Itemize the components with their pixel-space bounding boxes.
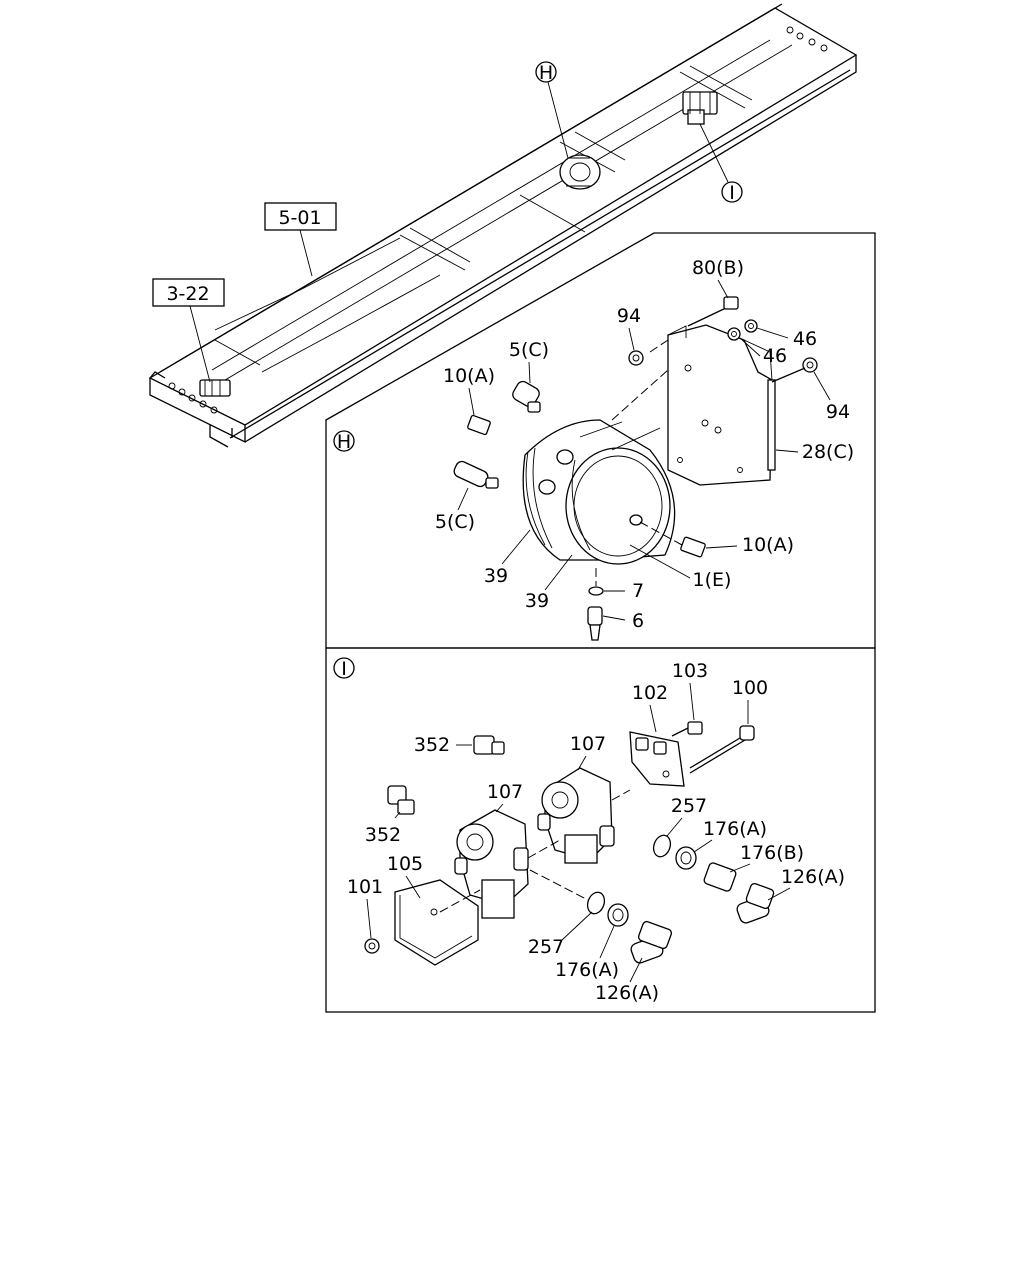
bracket-105 [394,879,479,966]
panel-i-marker [333,657,355,679]
air-tank [522,419,676,565]
bolt-80b [687,296,739,327]
svg-text:5(C): 5(C) [435,511,475,533]
overview-marker-h: H [535,61,569,159]
svg-text:3-22: 3-22 [166,283,209,305]
svg-text:5(C): 5(C) [509,339,549,361]
svg-text:94: 94 [826,401,850,423]
bolt-right [771,367,806,383]
svg-text:352: 352 [414,734,450,756]
frame-holes-rear [786,26,828,52]
nut-94-right [802,357,818,373]
svg-text:39: 39 [484,565,508,587]
fitting-352-left [387,785,415,815]
bracket-102 [629,731,685,787]
frame-holes-front [168,382,218,414]
svg-text:352: 352 [365,824,401,846]
fitting-176b [703,862,737,892]
svg-text:28(C): 28(C) [802,441,854,463]
chassis-frame [148,3,858,448]
elbow-5c-top [512,380,541,413]
ref-box-3-22[interactable]: 3-22 [152,278,225,383]
plug-10a-right [680,536,706,558]
fitting-352-top [473,735,505,755]
svg-text:176(A): 176(A) [555,959,619,981]
ref-box-5-01[interactable]: 5-01 [264,202,337,277]
svg-text:I: I [341,658,347,680]
svg-text:80(B): 80(B) [692,257,744,279]
svg-text:H: H [337,431,351,453]
relay-valve-lower [454,809,529,919]
svg-text:257: 257 [528,936,564,958]
elbow-126a-lower [630,920,673,964]
nut-94-top [628,350,644,366]
svg-text:39: 39 [525,590,549,612]
frame-valve-group [682,91,718,125]
svg-text:94: 94 [617,305,641,327]
panel-h: H [325,232,876,649]
svg-text:176(A): 176(A) [703,818,767,840]
svg-text:46: 46 [763,345,787,367]
bracket-28c [667,324,776,486]
bolt-100 [689,725,755,774]
fitting-176a-lower [607,903,629,927]
svg-text:101: 101 [347,876,383,898]
panel-i: I [325,647,876,1013]
svg-text:176(B): 176(B) [740,842,804,864]
svg-text:10(A): 10(A) [742,534,794,556]
svg-text:100: 100 [732,677,768,699]
panel-i-callouts: 103 102 100 352 107 107 257 176(A) 352 1… [347,660,845,1004]
nut-101 [364,938,380,954]
svg-text:46: 46 [793,328,817,350]
svg-text:1(E): 1(E) [693,569,732,591]
svg-text:105: 105 [387,853,423,875]
elbow-126a-upper [736,882,775,924]
svg-text:5-01: 5-01 [278,207,321,229]
svg-text:H: H [539,62,553,84]
svg-text:6: 6 [632,610,644,632]
nut-46-a [744,319,758,333]
svg-text:103: 103 [672,660,708,682]
elbow-5c-left [453,460,499,489]
svg-text:107: 107 [487,781,523,803]
seal-257-upper [652,834,672,858]
svg-text:102: 102 [632,682,668,704]
bolt-103 [671,721,703,737]
svg-text:7: 7 [632,580,644,602]
frame-air-tank [559,154,601,190]
svg-text:107: 107 [570,733,606,755]
nut-46-b [727,327,741,341]
svg-text:126(A): 126(A) [781,866,845,888]
overview-marker-i: I [699,123,743,204]
svg-text:126(A): 126(A) [595,982,659,1004]
frame-component-front [199,379,231,397]
fitting-176a-upper [675,846,697,870]
plug-10a-left [467,414,491,436]
panel-h-marker [333,430,355,452]
svg-text:10(A): 10(A) [443,365,495,387]
svg-text:I: I [729,182,735,204]
ring-7 [588,586,604,596]
seal-257-lower [586,891,606,915]
relay-valve-upper [537,767,615,864]
svg-text:257: 257 [671,795,707,817]
drain-valve-6 [587,606,603,641]
panel-h-callouts: 80(B) 94 46 46 94 5(C) 10(A) 28(C) 5(C) … [435,257,854,632]
